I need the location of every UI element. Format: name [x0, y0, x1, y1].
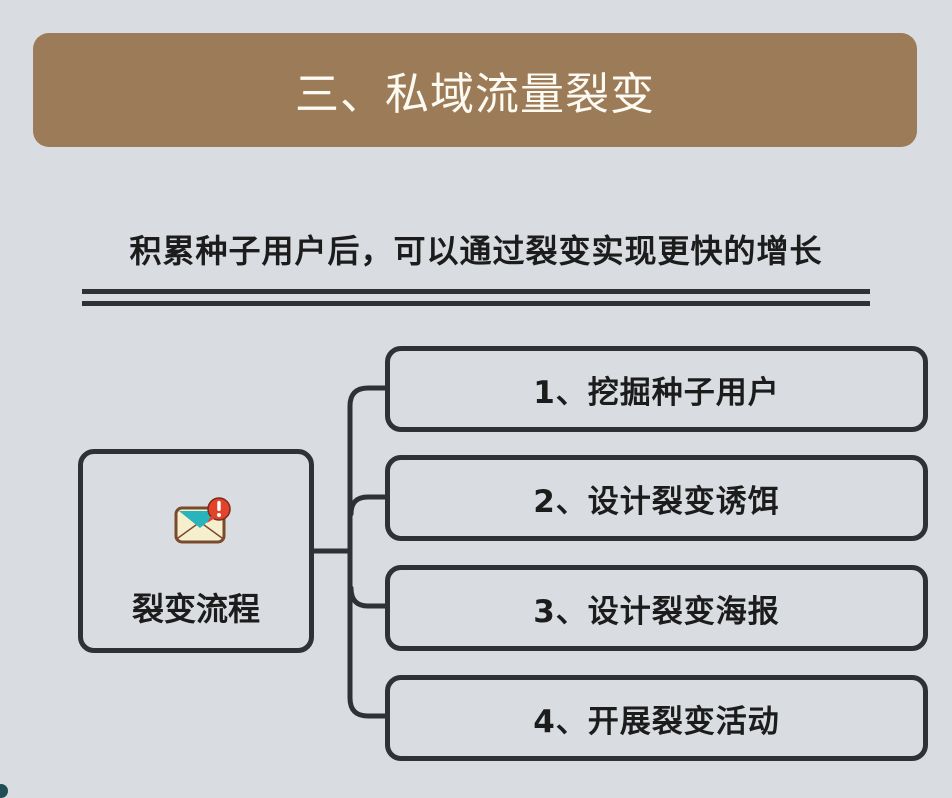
step-label: 2、设计裂变诱饵	[533, 483, 780, 520]
step-node-3: 3、设计裂变海报	[385, 565, 928, 651]
divider-line-bottom	[82, 301, 870, 306]
corner-decoration	[0, 784, 8, 798]
root-node-fission-process: 裂变流程	[78, 449, 314, 653]
step-node-4: 4、开展裂变活动	[385, 675, 928, 761]
envelope-alert-icon	[174, 497, 231, 544]
step-label: 4、开展裂变活动	[533, 703, 780, 740]
divider-line-top	[82, 289, 870, 294]
step-label: 1、挖掘种子用户	[533, 374, 780, 411]
section-header-banner: 三、私域流量裂变	[33, 33, 917, 147]
step-label: 3、设计裂变海报	[533, 593, 780, 630]
subtitle-text: 积累种子用户后，可以通过裂变实现更快的增长	[129, 232, 823, 270]
step-node-1: 1、挖掘种子用户	[385, 346, 928, 432]
section-title: 三、私域流量裂变	[295, 69, 655, 120]
step-node-2: 2、设计裂变诱饵	[385, 455, 928, 541]
root-node-label: 裂变流程	[131, 590, 260, 628]
